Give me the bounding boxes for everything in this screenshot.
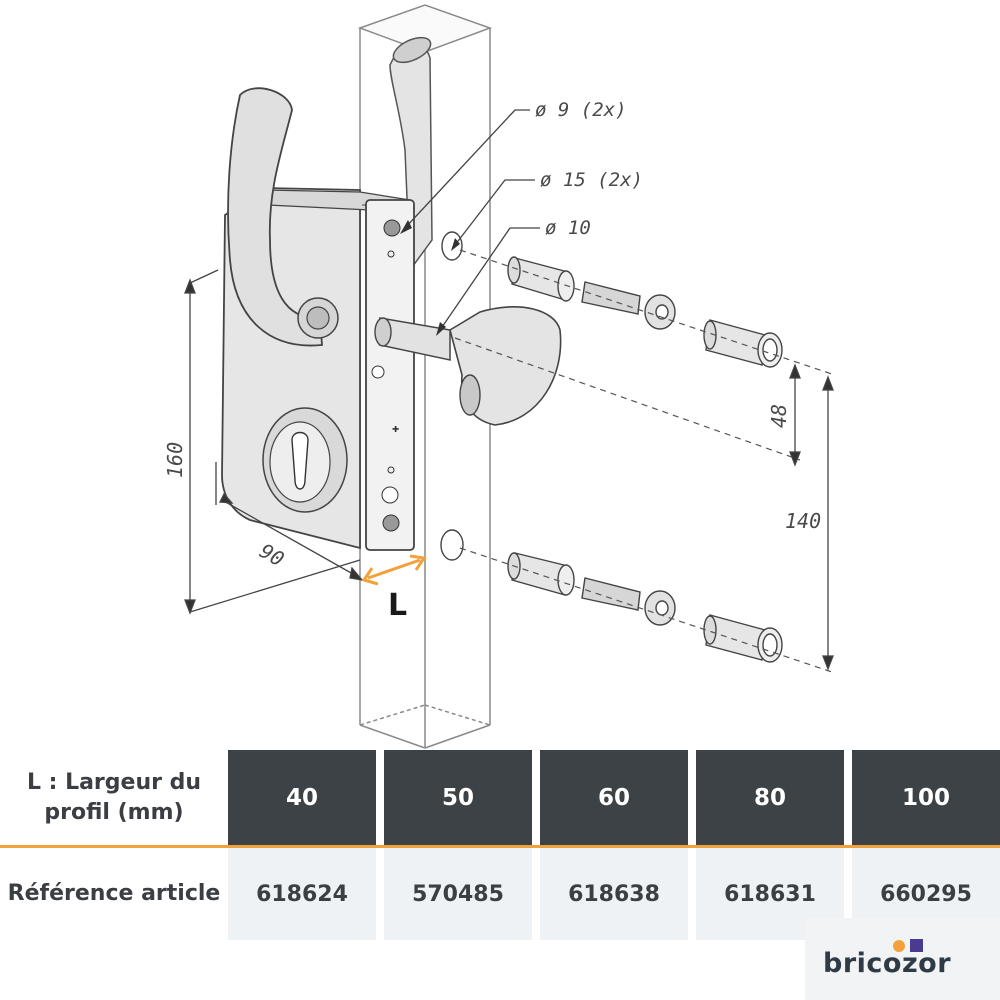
- brand-logo: [805, 918, 1000, 1000]
- lock-technical-drawing: ✚: [163, 4, 836, 749]
- leader-arrows: [400, 220, 460, 336]
- label-dia-15: ø 15 (2x): [540, 169, 643, 191]
- post-hole-top: [441, 231, 463, 261]
- front-handle: [227, 87, 339, 347]
- reference-cell: 570485: [384, 848, 532, 940]
- euro-cylinder: [262, 407, 348, 513]
- label-dia-10: ø 10: [545, 217, 591, 239]
- reference-cell: 618624: [228, 848, 376, 940]
- width-cell: 50: [384, 750, 532, 845]
- width-cell: 80: [696, 750, 844, 845]
- width-cell: 100: [852, 750, 1000, 845]
- profile-width-label: L: [388, 588, 408, 623]
- dimension-90: [215, 462, 364, 581]
- dimension-140: [822, 375, 834, 671]
- label-48: 48: [767, 404, 791, 428]
- width-cell: 40: [228, 750, 376, 845]
- dimension-48: [789, 363, 801, 467]
- dimension-160: [184, 269, 361, 615]
- reference-table: L : Largeur du profil (mm) Référence art…: [0, 750, 1000, 1000]
- label-140: 140: [785, 509, 821, 533]
- label-90: 90: [256, 539, 289, 572]
- table-divider: [0, 845, 1000, 848]
- brand-name: bricozor: [823, 948, 952, 979]
- svg-text:✚: ✚: [392, 421, 399, 435]
- width-row-header: L : Largeur du profil (mm): [26, 769, 202, 825]
- width-cell: 60: [540, 750, 688, 845]
- profile-width-arrow: [361, 554, 427, 586]
- reference-row-header: Référence article: [7, 881, 221, 907]
- leader-lines: [404, 109, 540, 331]
- latch-and-knob: [374, 306, 562, 426]
- reference-cell: 618638: [540, 848, 688, 940]
- post-hole-bottom: [440, 529, 464, 561]
- logo-square-purple: [910, 939, 923, 952]
- label-dia-9: ø 9 (2x): [535, 99, 627, 121]
- fixing-set-bottom: [507, 552, 783, 663]
- logo-dot-orange: [893, 940, 905, 952]
- axis-lines: [454, 249, 836, 674]
- label-160: 160: [163, 442, 187, 478]
- fixing-set-top: [507, 256, 783, 368]
